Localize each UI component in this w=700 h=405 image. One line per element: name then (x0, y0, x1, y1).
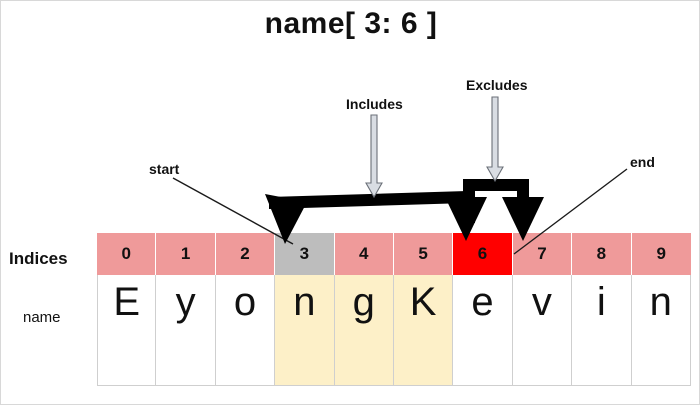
char-cell-1[interactable]: y (156, 275, 216, 386)
name-row-header: name (23, 309, 61, 326)
index-cell-7[interactable]: 7 (512, 233, 573, 275)
page-title: name[ 3: 6 ] (264, 7, 438, 40)
includes-arrow (365, 114, 383, 199)
end-label: end (630, 154, 655, 170)
excludes-label: Excludes (466, 77, 528, 93)
char-cell-4[interactable]: g (334, 275, 394, 386)
char-cell-7[interactable]: v (512, 275, 573, 386)
char-cell-3[interactable]: n (275, 275, 335, 386)
start-label: start (149, 161, 180, 177)
indices-row-header: Indices (9, 249, 68, 268)
char-cell-0[interactable]: E (97, 275, 157, 386)
index-cell-8[interactable]: 8 (572, 233, 632, 275)
index-cell-1[interactable]: 1 (156, 233, 216, 275)
char-cell-2[interactable]: o (215, 275, 276, 386)
index-cell-2[interactable]: 2 (215, 233, 276, 275)
includes-label: Includes (346, 96, 403, 112)
index-cell-6[interactable]: 6 (453, 233, 513, 275)
index-cell-4[interactable]: 4 (334, 233, 394, 275)
char-cell-5[interactable]: K (393, 275, 454, 386)
char-cell-8[interactable]: i (572, 275, 632, 386)
char-cell-9[interactable]: n (631, 275, 691, 386)
index-cell-5[interactable]: 5 (393, 233, 454, 275)
index-cell-3[interactable]: 3 (275, 233, 335, 275)
excludes-arrow (486, 96, 504, 183)
index-cell-9[interactable]: 9 (631, 233, 691, 275)
index-cell-0[interactable]: 0 (97, 233, 157, 275)
char-cell-6[interactable]: e (453, 275, 513, 386)
